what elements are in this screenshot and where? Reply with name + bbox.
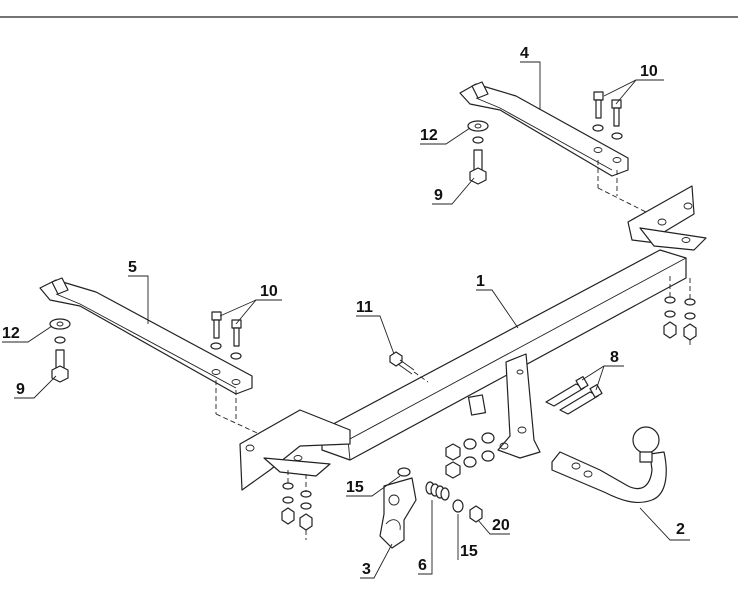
callout-15b: 15	[460, 543, 478, 560]
spacer-12-left	[49, 318, 71, 344]
callout-9-left: 9	[16, 381, 25, 398]
washers-upper	[592, 124, 623, 140]
dash-line	[215, 413, 269, 439]
bolt-10-upper-a	[593, 91, 604, 119]
callout-10-left: 10	[260, 283, 278, 300]
crossbar-1	[239, 185, 707, 491]
callout-10-upper: 10	[640, 63, 658, 80]
dash-line	[413, 371, 429, 383]
callout-15a: 15	[346, 479, 364, 496]
callout-20: 20	[492, 517, 510, 534]
callout-6: 6	[418, 557, 427, 574]
bolt-9-upper	[469, 149, 487, 185]
towball-2	[551, 426, 667, 504]
nuts-right	[663, 296, 697, 341]
spring-6	[425, 481, 450, 501]
nut-20	[469, 505, 483, 523]
callout-3: 3	[362, 561, 371, 578]
fastener-cluster	[445, 432, 495, 479]
bracket-4	[459, 81, 629, 177]
bolts-8	[545, 376, 603, 415]
bolt-9-left	[51, 349, 69, 383]
callout-11: 11	[356, 299, 373, 316]
callout-4: 4	[520, 45, 529, 62]
callout-9-upper: 9	[434, 187, 443, 204]
callout-5: 5	[128, 259, 137, 276]
washers-left	[210, 342, 242, 360]
bracket-5	[39, 277, 253, 395]
washer-15b	[452, 499, 464, 513]
leader-lines	[2, 61, 690, 579]
socket-plate-3	[379, 477, 417, 549]
callout-labels: 4 10 12 9 5 10 12 9 1 11 8 15 3 6 15 20 …	[2, 45, 685, 578]
washer-15a	[397, 467, 411, 477]
callout-12-left: 12	[2, 325, 20, 342]
callout-8: 8	[610, 349, 619, 366]
bolt-10-left-a	[211, 311, 222, 339]
callout-12-upper: 12	[420, 127, 438, 144]
nuts-left	[281, 482, 313, 531]
dash-line	[597, 187, 651, 215]
callout-2: 2	[676, 521, 685, 538]
callout-1: 1	[476, 273, 485, 290]
bolt-11	[389, 351, 415, 375]
spacer-12-upper	[467, 120, 489, 144]
